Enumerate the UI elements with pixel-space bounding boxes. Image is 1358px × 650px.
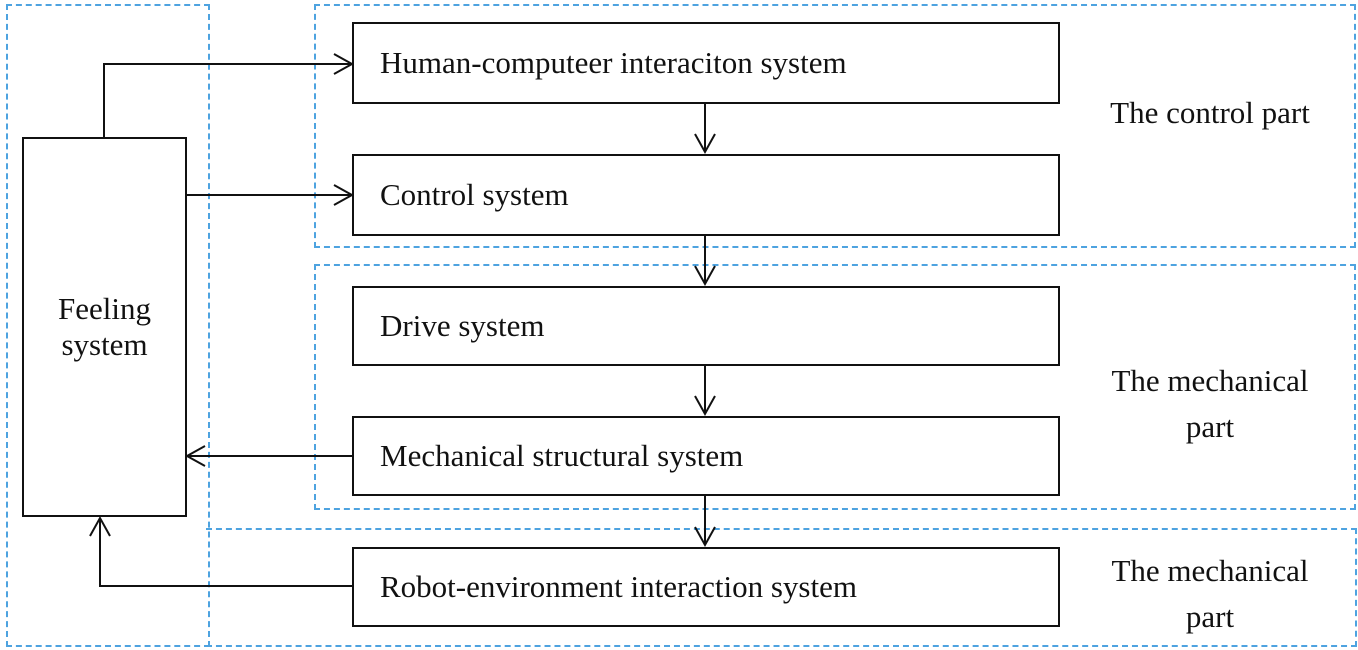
control-part-label: The control part xyxy=(1110,95,1310,130)
feeling-system-label: Feeling system xyxy=(58,291,151,362)
arrowhead-robot-down xyxy=(694,526,716,548)
control-system-label: Control system xyxy=(380,177,569,213)
mechanical-structural-system-box: Mechanical structural system xyxy=(352,416,1060,496)
robot-environment-system-label: Robot-environment interaction system xyxy=(380,569,857,605)
arrowhead-feeling-up xyxy=(89,515,111,537)
mechanical-structural-system-label: Mechanical structural system xyxy=(380,438,744,474)
drive-system-label: Drive system xyxy=(380,308,545,344)
arrowhead-control-down xyxy=(694,133,716,155)
edge-robot-to-feeling xyxy=(99,520,352,587)
drive-system-box: Drive system xyxy=(352,286,1060,366)
group-outer-bottom-frame xyxy=(206,528,1357,647)
arrowhead-drive-down xyxy=(694,265,716,287)
edge-feeling-to-hci xyxy=(103,63,350,137)
feeling-system-box: Feeling system xyxy=(22,137,187,517)
arrowhead-mechanical-down xyxy=(694,395,716,417)
arrowhead-feeling-left xyxy=(184,445,206,467)
group-mechanical-part xyxy=(314,264,1356,510)
robot-environment-system-box: Robot-environment interaction system xyxy=(352,547,1060,627)
group-outer-frame xyxy=(6,4,210,647)
hci-system-label: Human-computeer interaciton system xyxy=(380,45,847,81)
hci-system-box: Human-computeer interaciton system xyxy=(352,22,1060,104)
control-system-box: Control system xyxy=(352,154,1060,236)
group-control-part xyxy=(314,4,1356,248)
mechanical-part-label: The mechanical part xyxy=(1111,363,1309,444)
outer-mechanical-part-label: The mechanical part xyxy=(1111,553,1309,634)
